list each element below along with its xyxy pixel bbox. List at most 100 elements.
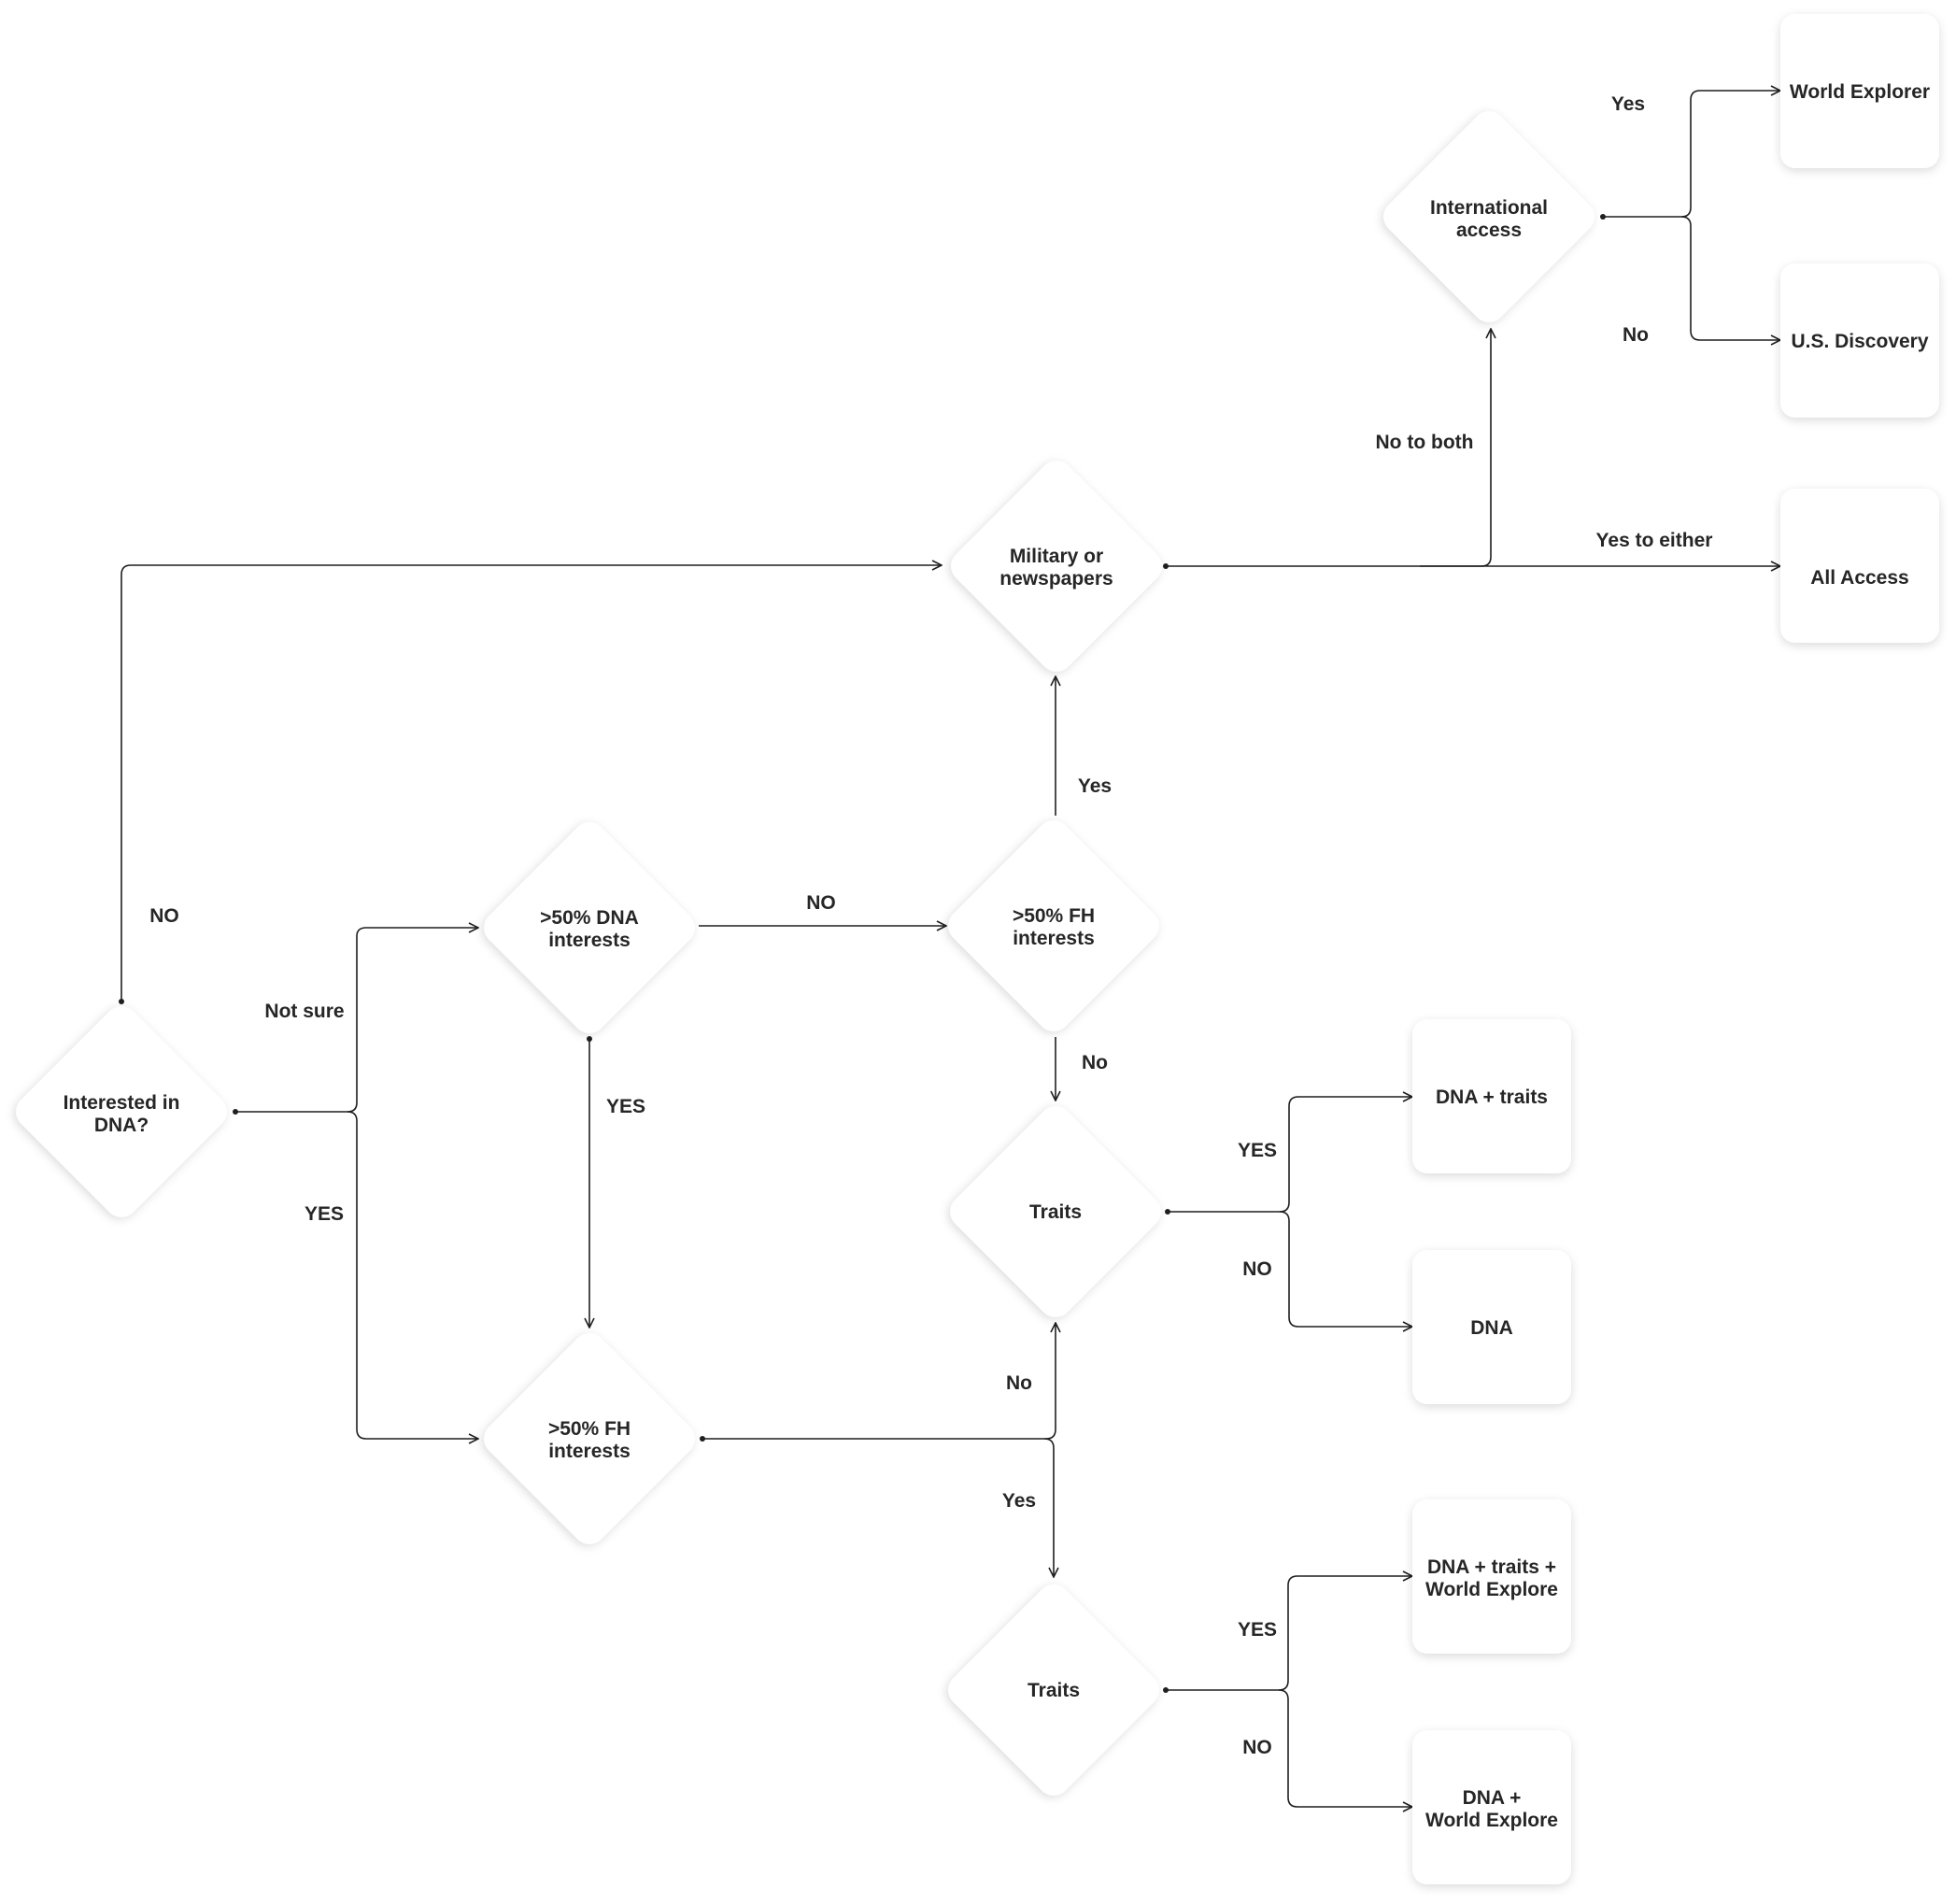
- connectors: [119, 91, 1780, 1807]
- svg-text:Traits: Traits: [1029, 1201, 1082, 1223]
- edge-label-no-fh-top: No: [1082, 1052, 1108, 1073]
- svg-text:International: International: [1430, 197, 1548, 219]
- svg-text:>50% FH: >50% FH: [1013, 905, 1095, 927]
- edge-label-not-sure: Not sure: [264, 1001, 344, 1022]
- node-label: Interested in: [64, 1092, 180, 1114]
- node-label: International: [1430, 197, 1548, 219]
- edge-label-yes-international: Yes: [1611, 93, 1645, 115]
- node-label: access: [1456, 220, 1522, 241]
- edge-no-to-both: [1420, 329, 1491, 567]
- decision-military-newspapers[interactable]: Military or newspapers: [944, 454, 1169, 678]
- svg-text:U.S. Discovery: U.S. Discovery: [1791, 331, 1928, 352]
- svg-text:Traits: Traits: [1028, 1680, 1080, 1701]
- edge-label-yes-traits-top: YES: [1238, 1140, 1277, 1161]
- edge-yes-dna: [347, 1111, 478, 1439]
- outcome-dna[interactable]: DNA: [1412, 1250, 1571, 1404]
- origin-dot: [119, 999, 124, 1004]
- node-label: newspapers: [999, 568, 1113, 590]
- edge-label-yes-to-either: Yes to either: [1596, 530, 1713, 551]
- decision-fh-interests-top[interactable]: >50% FH interests: [942, 814, 1166, 1038]
- node-label: >50% FH: [1013, 905, 1095, 927]
- edge-yes-fh-bottom: [1043, 1438, 1054, 1577]
- node-label: Traits: [1028, 1680, 1080, 1701]
- node-label: DNA: [1470, 1317, 1513, 1339]
- outcome-dna-world[interactable]: DNA + World Explore: [1412, 1730, 1571, 1884]
- edge-yes-traits-top: [1168, 1097, 1412, 1213]
- edge-no-international: [1680, 216, 1780, 340]
- edge-label-no-dna-interests: NO: [806, 892, 836, 914]
- svg-text:>50% DNA: >50% DNA: [540, 907, 639, 929]
- decision-dna-interests[interactable]: >50% DNA interests: [477, 816, 702, 1040]
- origin-dot: [1600, 214, 1606, 220]
- node-label: interests: [548, 1441, 631, 1462]
- svg-text:DNA: DNA: [1470, 1317, 1513, 1339]
- svg-text:World Explorer: World Explorer: [1790, 81, 1930, 103]
- svg-text:DNA + traits: DNA + traits: [1436, 1087, 1548, 1108]
- outcome-us-discovery[interactable]: U.S. Discovery: [1780, 263, 1939, 418]
- svg-text:access: access: [1456, 220, 1522, 241]
- edge-label-no-dna: NO: [149, 905, 179, 927]
- decision-interested-dna[interactable]: Interested in DNA?: [9, 1000, 234, 1224]
- node-label: >50% FH: [548, 1418, 631, 1440]
- svg-text:interests: interests: [548, 930, 631, 951]
- node-label: World Explore: [1425, 1810, 1558, 1831]
- svg-text:interests: interests: [1013, 928, 1095, 949]
- origin-dot: [587, 1036, 592, 1042]
- outcome-world-explorer[interactable]: World Explorer: [1780, 14, 1939, 168]
- node-label: interests: [548, 930, 631, 951]
- edge-label-yes-fh-bottom: Yes: [1002, 1490, 1036, 1512]
- svg-text:Military or: Military or: [1010, 546, 1103, 567]
- decision-fh-interests-bottom[interactable]: >50% FH interests: [477, 1327, 702, 1551]
- node-label: interests: [1013, 928, 1095, 949]
- node-label: DNA?: [94, 1115, 149, 1136]
- edge-label-yes-fh-top: Yes: [1078, 775, 1112, 797]
- outcome-dna-traits-world[interactable]: DNA + traits + World Explore: [1412, 1499, 1571, 1654]
- node-label: DNA + traits: [1436, 1087, 1548, 1108]
- svg-text:newspapers: newspapers: [999, 568, 1113, 590]
- edge-no-traits-top: [1279, 1211, 1412, 1327]
- edge-label-no-fh-bottom: No: [1006, 1372, 1032, 1394]
- edge-label-no-international: No: [1623, 324, 1649, 346]
- origin-dot: [1163, 563, 1169, 569]
- outcome-dna-traits[interactable]: DNA + traits: [1412, 1019, 1571, 1173]
- node-label: DNA +: [1463, 1787, 1522, 1809]
- svg-text:interests: interests: [548, 1441, 631, 1462]
- decision-international-access[interactable]: International access: [1377, 105, 1601, 329]
- svg-text:DNA + traits +: DNA + traits +: [1427, 1556, 1556, 1578]
- node-label: All Access: [1810, 567, 1908, 589]
- svg-text:World Explore: World Explore: [1425, 1579, 1558, 1600]
- edge-label-no-to-both: No to both: [1376, 432, 1474, 453]
- edge-no-dna: [120, 565, 942, 1002]
- edge-yes-traits-bottom: [1166, 1576, 1412, 1691]
- svg-text:>50% FH: >50% FH: [548, 1418, 631, 1440]
- edge-label-yes-dna-interests: YES: [606, 1096, 645, 1117]
- origin-dot: [233, 1109, 238, 1115]
- edge-labels: NO Not sure YES NO YES Yes No No Yes YES…: [149, 93, 1712, 1758]
- edge-not-sure: [235, 928, 478, 1113]
- svg-text:DNA?: DNA?: [94, 1115, 149, 1136]
- node-label: DNA + traits +: [1427, 1556, 1556, 1578]
- node-label: World Explore: [1425, 1579, 1558, 1600]
- edge-label-yes-dna: YES: [305, 1203, 344, 1225]
- edge-no-traits-bottom: [1278, 1689, 1412, 1807]
- svg-text:World Explore: World Explore: [1425, 1810, 1558, 1831]
- node-label: Traits: [1029, 1201, 1082, 1223]
- node-label: Military or: [1010, 546, 1103, 567]
- edge-yes-international: [1603, 91, 1780, 218]
- svg-text:Interested in: Interested in: [64, 1092, 180, 1114]
- origin-dot: [700, 1436, 705, 1442]
- edge-no-fh-bottom: [702, 1323, 1056, 1440]
- svg-text:All Access: All Access: [1810, 567, 1908, 589]
- node-label: U.S. Discovery: [1791, 331, 1928, 352]
- node-label: World Explorer: [1790, 81, 1930, 103]
- decision-traits-bottom[interactable]: Traits: [942, 1578, 1166, 1802]
- decision-traits-top[interactable]: Traits: [943, 1100, 1168, 1324]
- svg-text:DNA +: DNA +: [1463, 1787, 1522, 1809]
- outcome-all-access[interactable]: All Access: [1780, 489, 1939, 643]
- origin-dot: [1163, 1687, 1169, 1693]
- edge-label-no-traits-bottom: NO: [1242, 1737, 1272, 1758]
- origin-dot: [1165, 1209, 1170, 1215]
- edge-label-yes-traits-bottom: YES: [1238, 1619, 1277, 1641]
- node-label: >50% DNA: [540, 907, 639, 929]
